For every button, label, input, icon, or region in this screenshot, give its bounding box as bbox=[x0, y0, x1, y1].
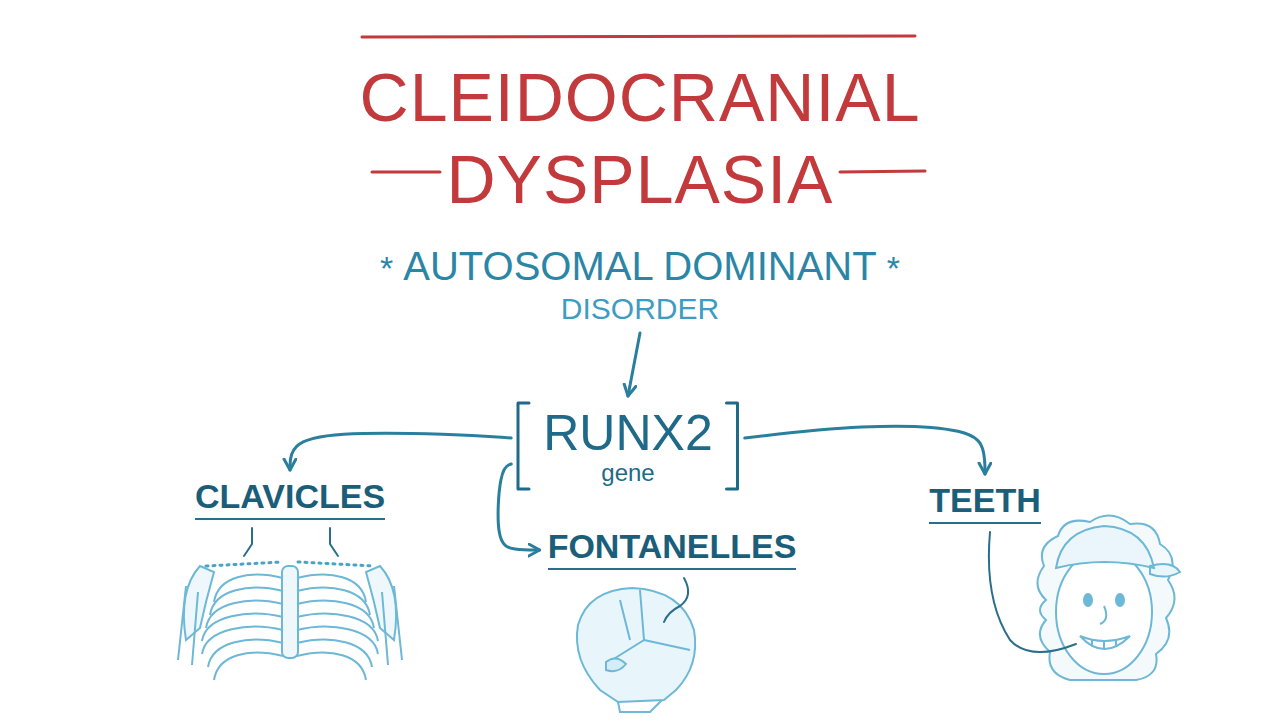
node-text: CLAVICLES bbox=[195, 476, 385, 520]
node-text: RUNX2 bbox=[543, 406, 712, 460]
inheritance-note: *AUTOSOMAL DOMINANT*DISORDER bbox=[364, 241, 916, 329]
node-text: AUTOSOMAL DOMINANT bbox=[403, 243, 876, 289]
feature-label: CLAVICLES bbox=[191, 474, 389, 526]
eye-socket bbox=[606, 658, 626, 671]
right-scapula bbox=[366, 566, 396, 640]
teeth-leader-part bbox=[989, 532, 1076, 652]
arrow-connector bbox=[745, 426, 985, 474]
gene-node: RUNX2gene bbox=[513, 400, 742, 492]
rib bbox=[297, 653, 366, 680]
left-bracket bbox=[518, 403, 529, 489]
clavicle-leader bbox=[244, 528, 338, 556]
arrow-connector bbox=[290, 433, 511, 470]
node-text: DISORDER bbox=[370, 291, 910, 327]
feature-label: TEETH bbox=[925, 478, 1044, 530]
nose bbox=[1100, 606, 1106, 624]
face-drawing bbox=[1037, 515, 1180, 680]
clavicle-leader-part bbox=[330, 528, 338, 556]
left-humerus bbox=[178, 586, 198, 665]
right-humerus bbox=[382, 586, 402, 665]
head bbox=[1056, 550, 1152, 674]
absent-clavicle bbox=[206, 562, 374, 566]
jaw bbox=[618, 700, 662, 712]
title-rule-part bbox=[362, 36, 915, 37]
node-text: FONTANELLES bbox=[548, 526, 797, 570]
rib bbox=[214, 653, 283, 680]
teeth bbox=[1092, 640, 1116, 649]
title: CLEIDOCRANIAL DYSPLASIA bbox=[300, 56, 980, 220]
fontanelle-leader-part bbox=[664, 578, 688, 622]
clavicle-leader-part bbox=[244, 528, 252, 556]
title-rule-part bbox=[840, 171, 925, 172]
right-bracket bbox=[727, 403, 738, 489]
teeth-leader bbox=[989, 532, 1076, 652]
smile bbox=[1080, 636, 1130, 649]
node-text: TEETH bbox=[929, 480, 1040, 524]
node-text: gene bbox=[543, 460, 712, 486]
title-rule-part bbox=[372, 171, 440, 174]
feature-label: FONTANELLES bbox=[544, 524, 801, 576]
rib-strokes bbox=[202, 575, 378, 680]
arrow-connector bbox=[628, 333, 640, 396]
cranium bbox=[577, 588, 695, 702]
right-eye bbox=[1116, 594, 1124, 606]
ribcage-drawing bbox=[178, 562, 402, 680]
title-box: CLEIDOCRANIAL DYSPLASIA bbox=[300, 56, 980, 220]
fontanelle-leader bbox=[664, 578, 688, 622]
left-scapula bbox=[184, 566, 214, 640]
asterisk: * bbox=[380, 245, 393, 291]
hat bbox=[1056, 526, 1180, 577]
connectors bbox=[290, 333, 985, 550]
left-eye bbox=[1084, 594, 1092, 606]
asterisk: * bbox=[887, 245, 900, 291]
sternum bbox=[282, 566, 298, 658]
fontanelle-lines bbox=[612, 590, 690, 660]
